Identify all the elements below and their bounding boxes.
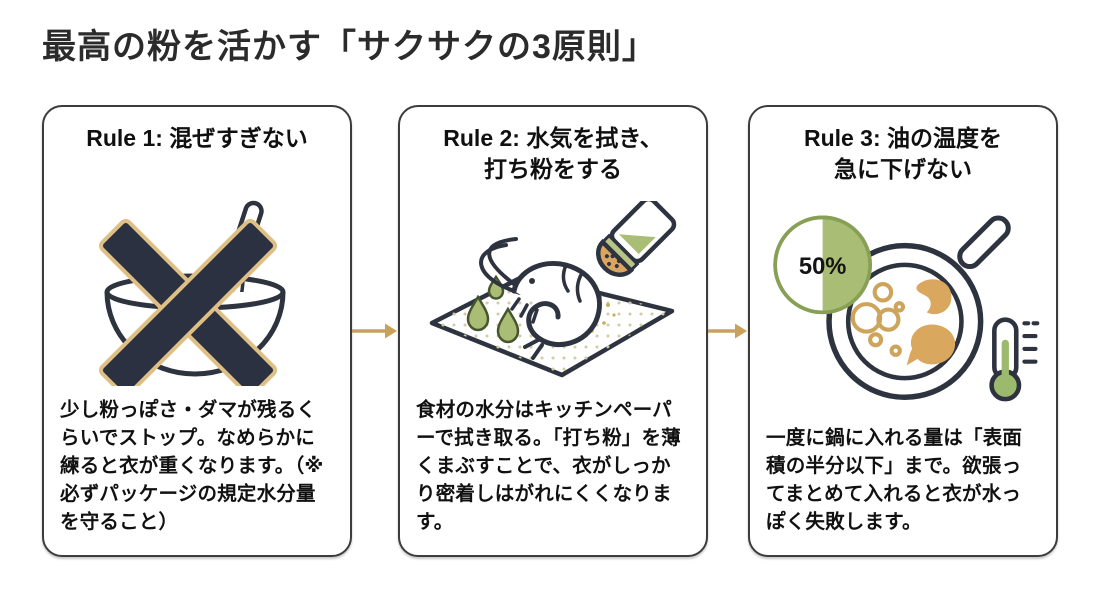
oil-bubbles [850, 281, 906, 357]
shrimp-flour-dusting-icon [416, 187, 690, 397]
rule2-title-line2: 打ち粉をする [484, 155, 622, 182]
pie-chart-50-icon: 50% [773, 215, 872, 315]
x-mark-icon [98, 219, 278, 387]
thermometer-icon [989, 317, 1040, 402]
rule1-description: 少し粉っぽさ・ダマが残るくらいでストップ。なめらかに練ると衣が重くなります。（※… [60, 399, 324, 534]
shrimp-icon [479, 237, 602, 361]
rule3-title: Rule 3: 油の温度を 急に下げない [766, 123, 1040, 187]
pie-percent-label: 50% [799, 254, 847, 280]
rule3-description: 一度に鍋に入れる量は「表面積の半分以下」まで。欲張ってまとめて入れると衣が水っぽ… [766, 427, 1023, 534]
right-arrow-icon [708, 323, 747, 338]
pan-handle [957, 215, 1011, 269]
rule2-description: 食材の水分はキッチンペーパーで拭き取る。「打ち粉」を薄くまぶすことで、衣がしっか… [416, 399, 681, 534]
frying-shrimp-pieces [906, 279, 956, 366]
shrimp-dusting-illustration [429, 201, 677, 378]
rule3-title-line2: 急に下げない [834, 155, 972, 182]
bowl-whisk-x-illustration [98, 201, 286, 387]
rule-card-2: Rule 2: 水気を拭き、 打ち粉をする [398, 104, 708, 557]
frying-pan-thermometer-icon: 50% [766, 187, 1040, 425]
rule1-title-line1: Rule 1: 混ぜすぎない [86, 124, 308, 151]
rule2-title-line1: Rule 2: 水気を拭き、 [443, 124, 663, 151]
rule-card-3: Rule 3: 油の温度を 急に下げない [748, 104, 1058, 557]
flour-shaker-icon [596, 201, 677, 278]
no-overmix-bowl-whisk-icon [60, 187, 334, 397]
right-arrow-icon [352, 323, 397, 338]
rule1-title: Rule 1: 混ぜすぎない [60, 123, 334, 187]
frying-illustration: 50% [773, 215, 1040, 402]
rule2-title: Rule 2: 水気を拭き、 打ち粉をする [416, 123, 690, 187]
flow-arrow-2 [708, 105, 748, 557]
rules-row: Rule 1: 混ぜすぎない [42, 104, 1063, 557]
rule-card-1: Rule 1: 混ぜすぎない [42, 104, 352, 557]
rule3-title-line1: Rule 3: 油の温度を [803, 124, 1003, 151]
page-title: 最高の粉を活かす「サクサクの3原則」 [42, 28, 657, 66]
flow-arrow-1 [352, 105, 398, 557]
